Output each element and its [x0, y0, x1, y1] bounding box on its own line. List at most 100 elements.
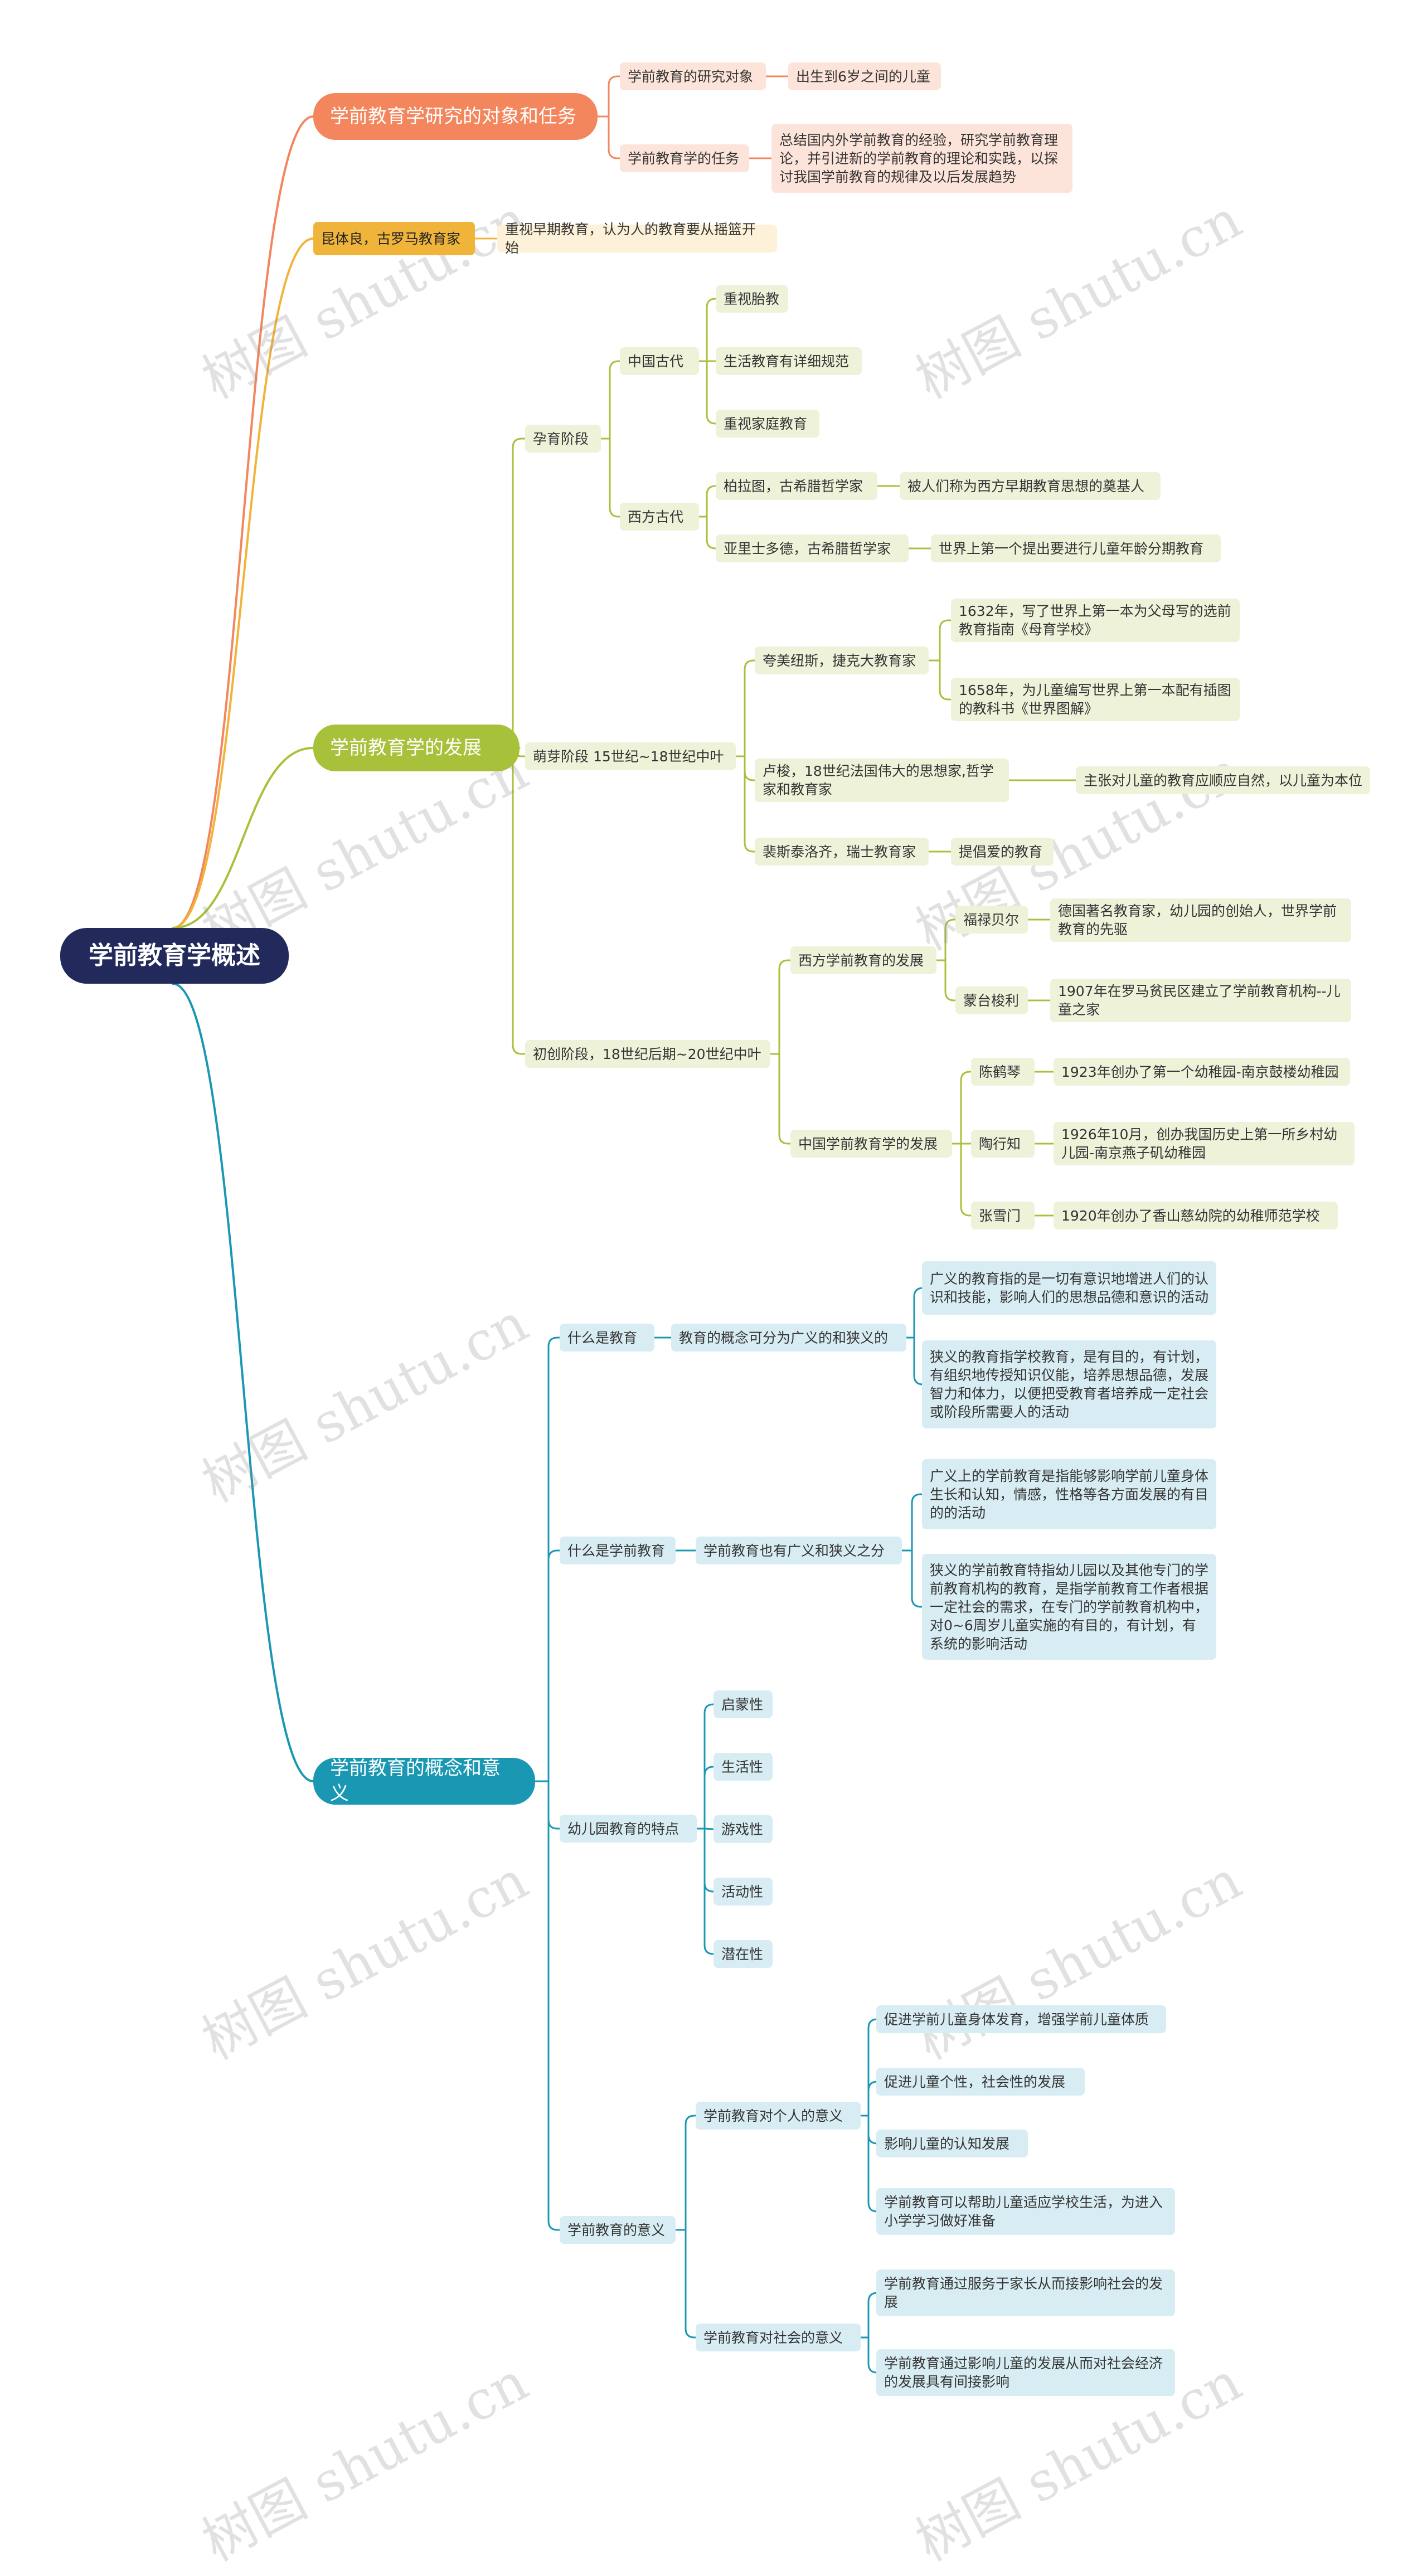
connector-line: [960, 1143, 972, 1217]
node-family-education[interactable]: 重视家庭教育: [716, 410, 819, 438]
root-topic[interactable]: 学前教育学概述: [60, 928, 289, 984]
branch-objects-tasks[interactable]: 学前教育学研究的对象和任务: [313, 93, 598, 140]
node-chen-detail[interactable]: 1923年创办了第一个幼稚园-南京鼓楼幼稚园: [1054, 1058, 1350, 1086]
node-aristotle[interactable]: 亚里士多德，古希腊哲学家: [716, 534, 909, 562]
node-zhang-detail[interactable]: 1920年创办了香山慈幼院的幼稚师范学校: [1054, 1202, 1338, 1229]
connector-line: [685, 2115, 697, 2231]
node-ancient-west[interactable]: 西方古代: [620, 503, 699, 531]
node-pestalozzi[interactable]: 裴斯泰洛齐，瑞士教育家: [755, 838, 929, 866]
node-individual-2[interactable]: 促进儿童个性，社会性的发展: [876, 2068, 1085, 2096]
node-society-1[interactable]: 学前教育通过服务于家长从而接影响社会的发展: [876, 2269, 1175, 2316]
connector-line: [944, 918, 957, 961]
branch-development[interactable]: 学前教育学的发展: [313, 725, 520, 771]
connector-line: [172, 747, 314, 929]
node-pregnancy-stage[interactable]: 孕育阶段: [525, 425, 601, 453]
connector-line: [547, 1780, 561, 2231]
node-sprout-stage[interactable]: 萌芽阶段 15世纪~18世纪中叶: [525, 742, 736, 770]
node-individual-4[interactable]: 学前教育可以帮助儿童适应学校生活，为进入小学学习做好准备: [876, 2188, 1175, 2235]
connector-line: [744, 755, 756, 781]
node-tao-detail[interactable]: 1926年10月，创办我国历史上第一所乡村幼儿园-南京燕子矶幼稚园: [1054, 1122, 1355, 1165]
connector-line: [703, 1703, 715, 1830]
node-froebel-detail[interactable]: 德国著名教育家，幼儿园的创始人，世界学前教育的先驱: [1050, 898, 1351, 942]
branch-concept-meaning[interactable]: 学前教育的概念和意义: [313, 1757, 535, 1805]
node-zhang-xuemen[interactable]: 张雪门: [971, 1202, 1035, 1229]
connector-line: [172, 115, 314, 929]
node-preschool-meaning[interactable]: 学前教育的意义: [560, 2216, 676, 2244]
node-research-object[interactable]: 学前教育的研究对象: [620, 62, 766, 90]
node-research-object-detail[interactable]: 出生到6岁之间的儿童: [788, 62, 941, 90]
node-plato[interactable]: 柏拉图，古希腊哲学家: [716, 472, 877, 500]
node-froebel[interactable]: 福禄贝尔: [955, 906, 1028, 934]
node-individual-3[interactable]: 影响儿童的认知发展: [876, 2130, 1028, 2157]
node-individual-1[interactable]: 促进学前儿童身体发育，增强学前儿童体质: [876, 2005, 1166, 2033]
node-preschool-broad[interactable]: 广义上的学前教育是指能够影响学前儿童身体生长和认知，情感，性格等各方面发展的有目…: [922, 1459, 1216, 1529]
node-ancient-china[interactable]: 中国古代: [620, 347, 699, 375]
node-montessori[interactable]: 蒙台梭利: [955, 986, 1028, 1014]
connector-line: [744, 659, 756, 757]
node-what-is-preschool[interactable]: 什么是学前教育: [560, 1537, 676, 1564]
connector-line: [911, 1493, 923, 1552]
node-initial-stage[interactable]: 初创阶段，18世纪后期~20世纪中叶: [525, 1040, 770, 1068]
node-rousseau-detail[interactable]: 主张对儿童的教育应顺应自然，以儿童为本位: [1076, 766, 1370, 794]
node-task-detail[interactable]: 总结国内外学前教育的经验，研究学前教育理论，并引进新的学前教育的理论和实践，以探…: [771, 124, 1072, 193]
node-rousseau[interactable]: 卢梭，18世纪法国伟大的思想家,哲学家和教育家: [755, 759, 1009, 802]
connector-line: [706, 485, 717, 518]
node-montessori-detail[interactable]: 1907年在罗马贫民区建立了学前教育机构--儿童之家: [1050, 979, 1351, 1022]
node-feature-life[interactable]: 生活性: [714, 1753, 773, 1781]
node-tao-xingzhi[interactable]: 陶行知: [971, 1130, 1035, 1158]
connector-line: [609, 360, 621, 440]
node-education-narrow[interactable]: 狭义的教育指学校教育，是有目的，有计划，有组织地传授知识仪能，培养思想品德，发展…: [922, 1340, 1216, 1428]
node-preschool-concept[interactable]: 学前教育也有广义和狭义之分: [696, 1537, 902, 1564]
node-comenius[interactable]: 夸美纽斯，捷克大教育家: [755, 647, 929, 674]
connector-line: [744, 755, 756, 853]
node-feature-game[interactable]: 游戏性: [714, 1815, 773, 1843]
node-society-2[interactable]: 学前教育通过影响儿童的发展从而对社会经济的发展具有间接影响: [876, 2349, 1175, 2396]
node-feature-enlightenment[interactable]: 启蒙性: [714, 1690, 773, 1718]
connector-line: [609, 438, 621, 518]
node-pestalozzi-detail[interactable]: 提倡爱的教育: [951, 838, 1054, 866]
node-chen-heqin[interactable]: 陈鹤琴: [971, 1058, 1035, 1086]
node-education-broad[interactable]: 广义的教育指的是一切有意识地增进人们的认识和技能，影响人们的思想品德和意识的活动: [922, 1261, 1216, 1315]
connector-line: [512, 438, 526, 749]
node-task[interactable]: 学前教育学的任务: [620, 144, 749, 172]
node-quintilian-detail[interactable]: 重视早期教育，认为人的教育要从摇篮开始: [497, 221, 777, 256]
node-comenius-1632[interactable]: 1632年，写了世界上第一本为父母写的选前教育指南《母育学校》: [951, 599, 1240, 642]
connector-line: [706, 516, 717, 550]
node-preschool-narrow[interactable]: 狭义的学前教育特指幼儿园以及其他专门的学前教育机构的教育，是指学前教育工作者根据…: [922, 1554, 1216, 1660]
node-feature-activity[interactable]: 活动性: [714, 1878, 773, 1906]
connector-line: [703, 1766, 715, 1830]
connector-line: [939, 659, 952, 701]
node-education-concept[interactable]: 教育的概念可分为广义的和狭义的: [671, 1324, 906, 1352]
connector-line: [547, 1780, 561, 1830]
connector-line: [608, 75, 621, 118]
connector-line: [706, 298, 717, 362]
node-aristotle-detail[interactable]: 世界上第一个提出要进行儿童年龄分期教育: [931, 534, 1221, 562]
connector-line: [778, 1053, 792, 1145]
connector-line: [703, 1827, 715, 1893]
connector-line: [172, 983, 314, 1782]
node-feature-latent[interactable]: 潜在性: [714, 1940, 773, 1968]
connector-line: [512, 747, 526, 1055]
branch-quintilian[interactable]: 昆体良，古罗马教育家: [313, 222, 475, 255]
connector-line: [911, 1549, 923, 1608]
node-plato-detail[interactable]: 被人们称为西方早期教育思想的奠基人: [900, 472, 1161, 500]
node-kindergarten-features[interactable]: 幼儿园教育的特点: [560, 1815, 697, 1843]
node-life-education[interactable]: 生活教育有详细规范: [716, 347, 862, 375]
connector-line: [547, 1549, 561, 1782]
connector-line: [608, 115, 621, 159]
node-meaning-individual[interactable]: 学前教育对个人的意义: [696, 2102, 861, 2130]
node-what-is-education[interactable]: 什么是教育: [560, 1324, 654, 1352]
node-meaning-society[interactable]: 学前教育对社会的意义: [696, 2324, 861, 2351]
node-china-development[interactable]: 中国学前教育学的发展: [790, 1130, 952, 1158]
connector-line: [960, 1071, 972, 1145]
node-comenius-1658[interactable]: 1658年，为儿童编写世界上第一本配有插图的教科书《世界图解》: [951, 678, 1240, 721]
connector-line: [172, 237, 314, 929]
connector-line: [778, 959, 792, 1055]
connector-line: [706, 360, 717, 425]
connector-line: [685, 2229, 697, 2339]
connector-line: [944, 959, 957, 1002]
node-prenatal-education[interactable]: 重视胎教: [716, 285, 788, 313]
connector-line: [867, 2018, 878, 2117]
node-west-development[interactable]: 西方学前教育的发展: [790, 946, 936, 974]
connector-line: [547, 1336, 561, 1782]
